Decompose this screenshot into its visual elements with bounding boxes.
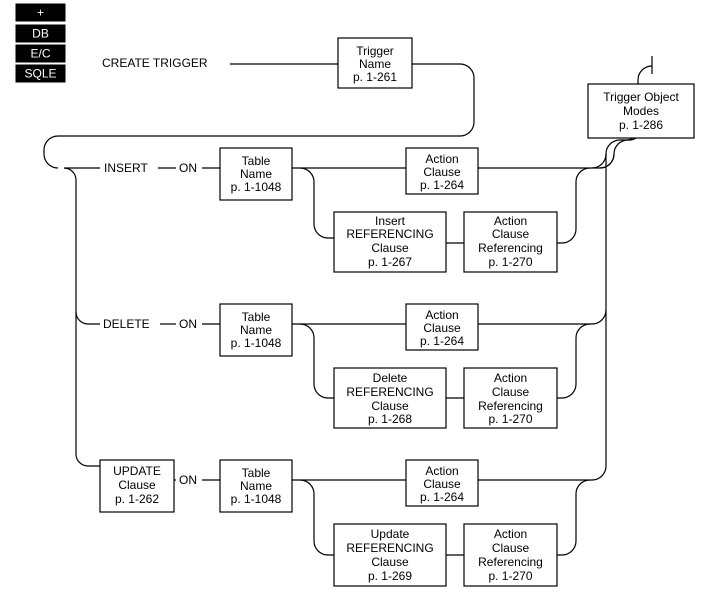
box-insert-acr-line2: Clause bbox=[492, 227, 530, 241]
box-update-referencing-clause: Update REFERENCING Clause p. 1-269 bbox=[333, 523, 447, 587]
box-update-acr-line1: Action bbox=[494, 527, 527, 541]
box-delete-referencing-line1: Delete bbox=[373, 371, 408, 385]
box-trigger-name-line1: Trigger bbox=[356, 44, 394, 58]
badge-db-label: DB bbox=[32, 27, 49, 41]
box-delete-acr-line2: Clause bbox=[492, 385, 530, 399]
box-delete-referencing-clause: Delete REFERENCING Clause p. 1-268 bbox=[333, 367, 447, 429]
box-update-action-clause-line2: Clause bbox=[423, 477, 461, 491]
badge-plus-label: + bbox=[37, 6, 44, 20]
keyword-delete: DELETE bbox=[103, 317, 150, 331]
box-trigger-object-modes: Trigger Object Modes p. 1-286 bbox=[587, 83, 695, 139]
box-update-referencing-line1: Update bbox=[371, 527, 410, 541]
box-update-acr-page: p. 1-270 bbox=[488, 569, 532, 583]
box-insert-action-clause-page: p. 1-264 bbox=[420, 178, 464, 192]
box-trigger-name-line2: Name bbox=[359, 57, 391, 71]
box-insert-action-clause: Action Clause p. 1-264 bbox=[405, 147, 479, 195]
box-insert-table-name: Table Name p. 1-1048 bbox=[219, 147, 293, 201]
box-insert-table-name-page: p. 1-1048 bbox=[231, 180, 282, 194]
box-update-acr-line3: Referencing bbox=[478, 555, 543, 569]
box-delete-action-clause-referencing: Action Clause Referencing p. 1-270 bbox=[463, 367, 558, 429]
box-insert-referencing-line2: REFERENCING bbox=[346, 227, 433, 241]
box-delete-acr-line1: Action bbox=[494, 371, 527, 385]
box-update-acr-line2: Clause bbox=[492, 541, 530, 555]
box-insert-acr-line1: Action bbox=[494, 214, 527, 228]
box-delete-referencing-line3: Clause bbox=[371, 399, 409, 413]
box-delete-table-name-line1: Table bbox=[242, 310, 271, 324]
keyword-insert: INSERT bbox=[104, 161, 148, 175]
box-insert-referencing-line3: Clause bbox=[371, 241, 409, 255]
box-update-action-clause: Action Clause p. 1-264 bbox=[405, 459, 479, 507]
box-update-table-name: Table Name p. 1-1048 bbox=[219, 459, 293, 513]
box-update-table-name-line1: Table bbox=[242, 466, 271, 480]
product-badges: + DB E/C SQLE bbox=[15, 3, 66, 83]
box-update-referencing-line2: REFERENCING bbox=[346, 541, 433, 555]
box-trigger-object-modes-page: p. 1-286 bbox=[619, 118, 663, 132]
box-insert-action-clause-line1: Action bbox=[425, 152, 458, 166]
keyword-on-delete: ON bbox=[179, 317, 197, 331]
keyword-on-update: ON bbox=[179, 473, 197, 487]
box-update-clause: UPDATE Clause p. 1-262 bbox=[99, 459, 175, 513]
box-insert-acr-line3: Referencing bbox=[478, 241, 543, 255]
box-insert-referencing-page: p. 1-267 bbox=[368, 255, 412, 269]
keyword-on-insert: ON bbox=[179, 161, 197, 175]
box-trigger-name: Trigger Name p. 1-261 bbox=[337, 37, 413, 89]
box-update-clause-page: p. 1-262 bbox=[115, 492, 159, 506]
box-delete-acr-page: p. 1-270 bbox=[488, 412, 532, 426]
box-update-action-clause-page: p. 1-264 bbox=[420, 490, 464, 504]
box-delete-referencing-line2: REFERENCING bbox=[346, 385, 433, 399]
box-insert-action-clause-referencing: Action Clause Referencing p. 1-270 bbox=[463, 211, 558, 273]
badge-sqle-label: SQLE bbox=[24, 67, 56, 81]
box-insert-table-name-line2: Name bbox=[240, 167, 272, 181]
badge-sqle: SQLE bbox=[15, 64, 66, 83]
box-delete-action-clause-line2: Clause bbox=[423, 321, 461, 335]
box-update-action-clause-line1: Action bbox=[425, 464, 458, 478]
box-trigger-object-modes-line2: Modes bbox=[623, 104, 659, 118]
box-update-clause-line1: UPDATE bbox=[113, 464, 161, 478]
box-update-table-name-page: p. 1-1048 bbox=[231, 492, 282, 506]
box-delete-action-clause-line1: Action bbox=[425, 308, 458, 322]
badge-ec: E/C bbox=[15, 44, 66, 63]
box-delete-referencing-page: p. 1-268 bbox=[368, 412, 412, 426]
box-insert-table-name-line1: Table bbox=[242, 154, 271, 168]
box-insert-acr-page: p. 1-270 bbox=[488, 255, 532, 269]
box-update-referencing-line3: Clause bbox=[371, 555, 409, 569]
box-update-action-clause-referencing: Action Clause Referencing p. 1-270 bbox=[463, 523, 558, 587]
box-delete-acr-line3: Referencing bbox=[478, 399, 543, 413]
box-delete-action-clause-page: p. 1-264 bbox=[420, 334, 464, 348]
rails bbox=[43, 56, 653, 556]
box-update-referencing-page: p. 1-269 bbox=[368, 569, 412, 583]
box-update-table-name-line2: Name bbox=[240, 479, 272, 493]
box-trigger-name-page: p. 1-261 bbox=[353, 70, 397, 84]
box-insert-referencing-line1: Insert bbox=[375, 214, 406, 228]
badge-plus: + bbox=[15, 3, 66, 22]
keyword-create-trigger: CREATE TRIGGER bbox=[102, 56, 208, 70]
box-delete-table-name-line2: Name bbox=[240, 323, 272, 337]
box-insert-referencing-clause: Insert REFERENCING Clause p. 1-267 bbox=[333, 211, 447, 273]
box-insert-action-clause-line2: Clause bbox=[423, 165, 461, 179]
box-delete-action-clause: Action Clause p. 1-264 bbox=[405, 303, 479, 351]
badge-db: DB bbox=[15, 24, 66, 43]
box-update-clause-line2: Clause bbox=[118, 478, 156, 492]
box-delete-table-name-page: p. 1-1048 bbox=[231, 336, 282, 350]
box-delete-table-name: Table Name p. 1-1048 bbox=[219, 303, 293, 357]
box-trigger-object-modes-line1: Trigger Object bbox=[603, 90, 679, 104]
badge-ec-label: E/C bbox=[30, 47, 50, 61]
